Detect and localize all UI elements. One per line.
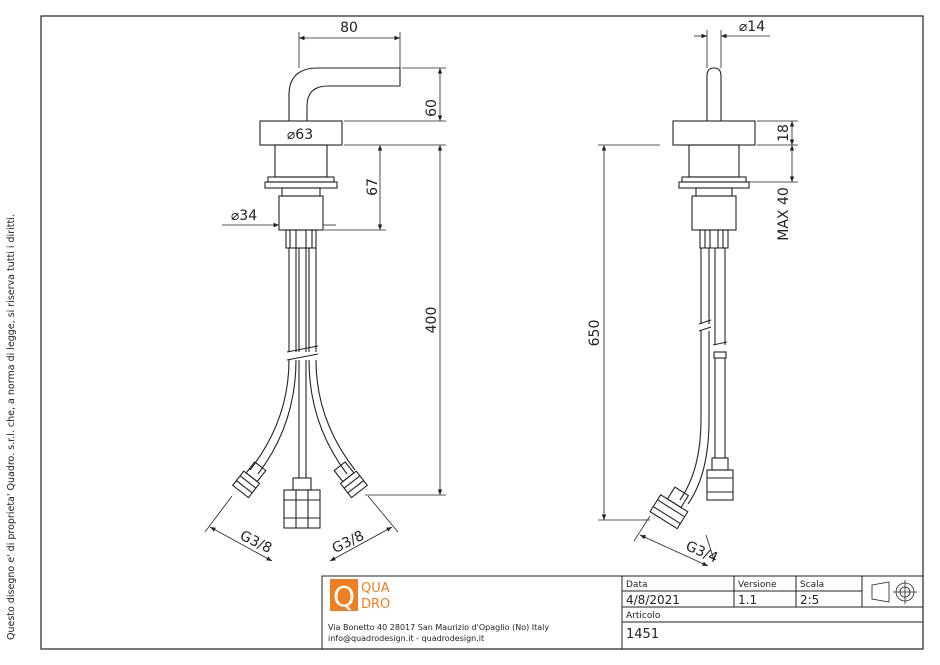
title-block [321,575,924,650]
front-fitting-right [333,461,369,499]
dim-handle-height: 60 [424,99,440,117]
version-value: 1.1 [738,593,757,607]
dim-width: 80 [340,20,358,36]
front-nut [281,187,321,197]
dim-shank-diameter: ⌀34 [231,208,257,224]
article-label: Articolo [626,611,661,621]
front-fitting-left [231,461,267,499]
drawing-frame [40,15,924,650]
dim-lever-diameter: ⌀14 [739,19,765,35]
scale-value: 2:5 [800,593,819,607]
copyright-note: Questo disegno e' di proprieta' Quadro. … [6,214,17,640]
dim-total-length: 650 [587,320,603,347]
dim-connection-left: G3/8 [237,528,274,557]
front-body [274,144,328,178]
company-address: Via Bonetto 40 28017 San Maurizio d'Opag… [328,623,549,632]
front-washer-top [267,176,335,183]
logo-qua: QUA [361,581,390,596]
dim-body-height: 67 [365,178,381,196]
front-shank [278,195,324,231]
front-nut-center [283,477,321,529]
side-dimensions [598,30,798,567]
dim-connection-side: G3/4 [683,538,720,566]
date-value: 4/8/2021 [626,593,680,607]
side-nut-left [649,486,690,530]
side-shank [691,195,737,231]
side-nut-right [706,457,734,501]
front-hoses-lower [249,359,356,478]
front-hoses-upper [288,248,317,352]
dim-flange-diameter: ⌀63 [287,127,313,143]
side-lever [706,67,722,121]
scale-label: Scala [800,580,824,590]
front-view [231,67,401,529]
projection-symbol-icon [871,580,917,604]
logo-dro: DRO [361,597,390,612]
dim-flange-height: 18 [776,124,792,142]
logo-square [330,579,358,611]
side-flange [672,120,756,146]
article-value: 1451 [626,627,659,642]
side-view [649,67,756,530]
front-washer [264,181,338,189]
dim-connection-right: G3/8 [330,528,367,557]
front-fittings [285,229,317,249]
dim-max-thickness: MAX 40 [776,187,792,241]
front-handle [288,67,401,121]
date-label: Data [626,580,648,590]
logo-q-letter: Q [333,580,355,613]
dim-hose-length: 400 [424,307,440,334]
front-dimensions [204,32,446,562]
company-contact: info@quadrodesign.it - quadrodesign.it [328,634,484,643]
side-body [688,144,740,178]
version-label: Versione [738,580,777,590]
